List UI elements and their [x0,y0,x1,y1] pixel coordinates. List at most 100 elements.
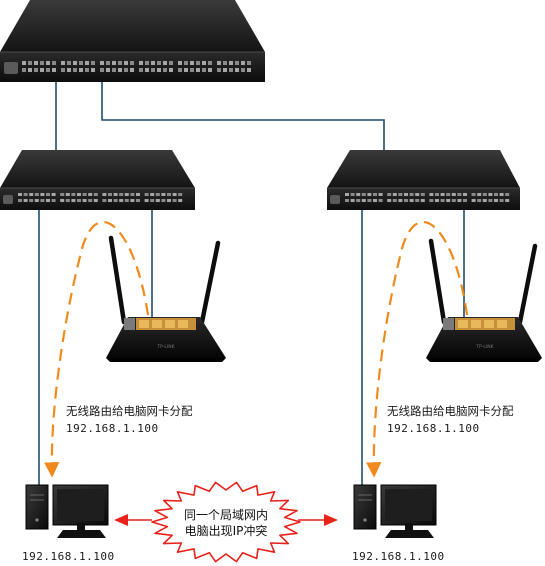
left-router-antenna-2 [199,240,221,325]
switch-port [67,61,71,65]
left-pc-keyboard [57,530,106,538]
conflict-arrow-right [298,514,338,526]
left-pc-ip: 192.168.1.100 [22,550,115,563]
switch-port [499,193,504,196]
switch-port [208,61,212,65]
switch-port [155,193,160,196]
left-router-antenna-1 [108,235,127,325]
switch-port [392,199,397,202]
right-router-brand: TP-LINK [475,344,494,350]
switch-port [161,199,166,202]
switch-port [161,193,166,196]
switch-port [404,193,408,196]
switch-port [88,193,93,196]
switch-port [488,193,493,196]
switch-port [457,199,462,202]
switch-port [40,68,44,72]
conflict-arrow-left [114,514,152,526]
switch-port [404,199,408,202]
switch-port [85,68,89,72]
switch-port [136,193,140,196]
ip-conflict-burst [151,481,301,563]
switch-port [46,61,50,65]
switch-port [29,193,34,196]
switch-port [229,61,233,65]
switch-port [150,193,155,196]
right-switch-mgmt-port [330,195,340,204]
core-switch-mgmt-port [4,62,18,74]
switch-port [130,193,135,196]
switch-port [482,199,487,202]
switch-port [136,199,140,202]
switch-port [409,199,414,202]
switch-port [471,193,476,196]
switch-port [361,199,366,202]
switch-port [61,68,65,72]
switch-port [73,68,77,72]
switch-port [23,199,28,202]
switch-port [112,68,116,72]
switch-port [150,199,155,202]
switch-port [409,193,414,196]
switch-port [196,68,200,72]
switch-port [217,68,221,72]
switch-port [108,199,112,202]
switch-port [91,68,95,72]
switch-port [345,199,349,202]
switch-port [22,61,26,65]
core-to-right-switch-link [101,82,385,156]
left-wireless-router: TP-LINK [106,235,226,362]
switch-port [145,61,149,65]
switch-port [190,61,194,65]
switch-port [178,199,183,202]
left-router-ip: 192.168.1.100 [66,422,159,435]
right-switch-port-grid [345,193,510,202]
left-router-label: 无线路由给电脑网卡分配 [66,404,193,418]
switch-port [77,199,81,202]
switch-port [229,68,233,72]
switch-port [420,193,425,196]
switch-port [178,193,183,196]
switch-port [241,61,245,65]
switch-port [102,199,107,202]
switch-port [46,68,50,72]
right-router-antenna-2 [517,243,538,325]
switch-port [223,61,227,65]
switch-port [163,61,167,65]
switch-port [172,193,177,196]
switch-port [367,199,372,202]
switch-port [178,68,182,72]
left-router-brand: TP-LINK [156,344,175,350]
switch-port [151,68,155,72]
switch-port [119,199,124,202]
switch-port [208,68,212,72]
switch-port [172,199,177,202]
switch-port [373,193,377,196]
switch-port [167,193,171,196]
switch-port [93,193,98,196]
switch-port [415,193,420,196]
switch-port [155,199,160,202]
switch-port [139,68,143,72]
right-router-ip: 192.168.1.100 [387,422,480,435]
switch-port [28,68,32,72]
switch-port [217,61,221,65]
switch-port [356,199,361,202]
switch-port [51,199,56,202]
right-pc-ip: 192.168.1.100 [352,550,445,563]
switch-port [488,199,493,202]
switch-port [420,199,425,202]
right-pc-keyboard [385,530,434,538]
right-router-antenna-1 [428,238,447,325]
switch-port [29,199,34,202]
switch-port [415,199,420,202]
switch-port [60,199,65,202]
switch-port [102,193,107,196]
switch-port [112,61,116,65]
switch-port [398,193,403,196]
conflict-note-line2: 电脑出现IP冲突 [185,523,268,538]
switch-port [34,193,39,196]
switch-port [73,61,77,65]
core-switch [0,0,265,82]
left-dhcp-arrow [44,221,150,478]
